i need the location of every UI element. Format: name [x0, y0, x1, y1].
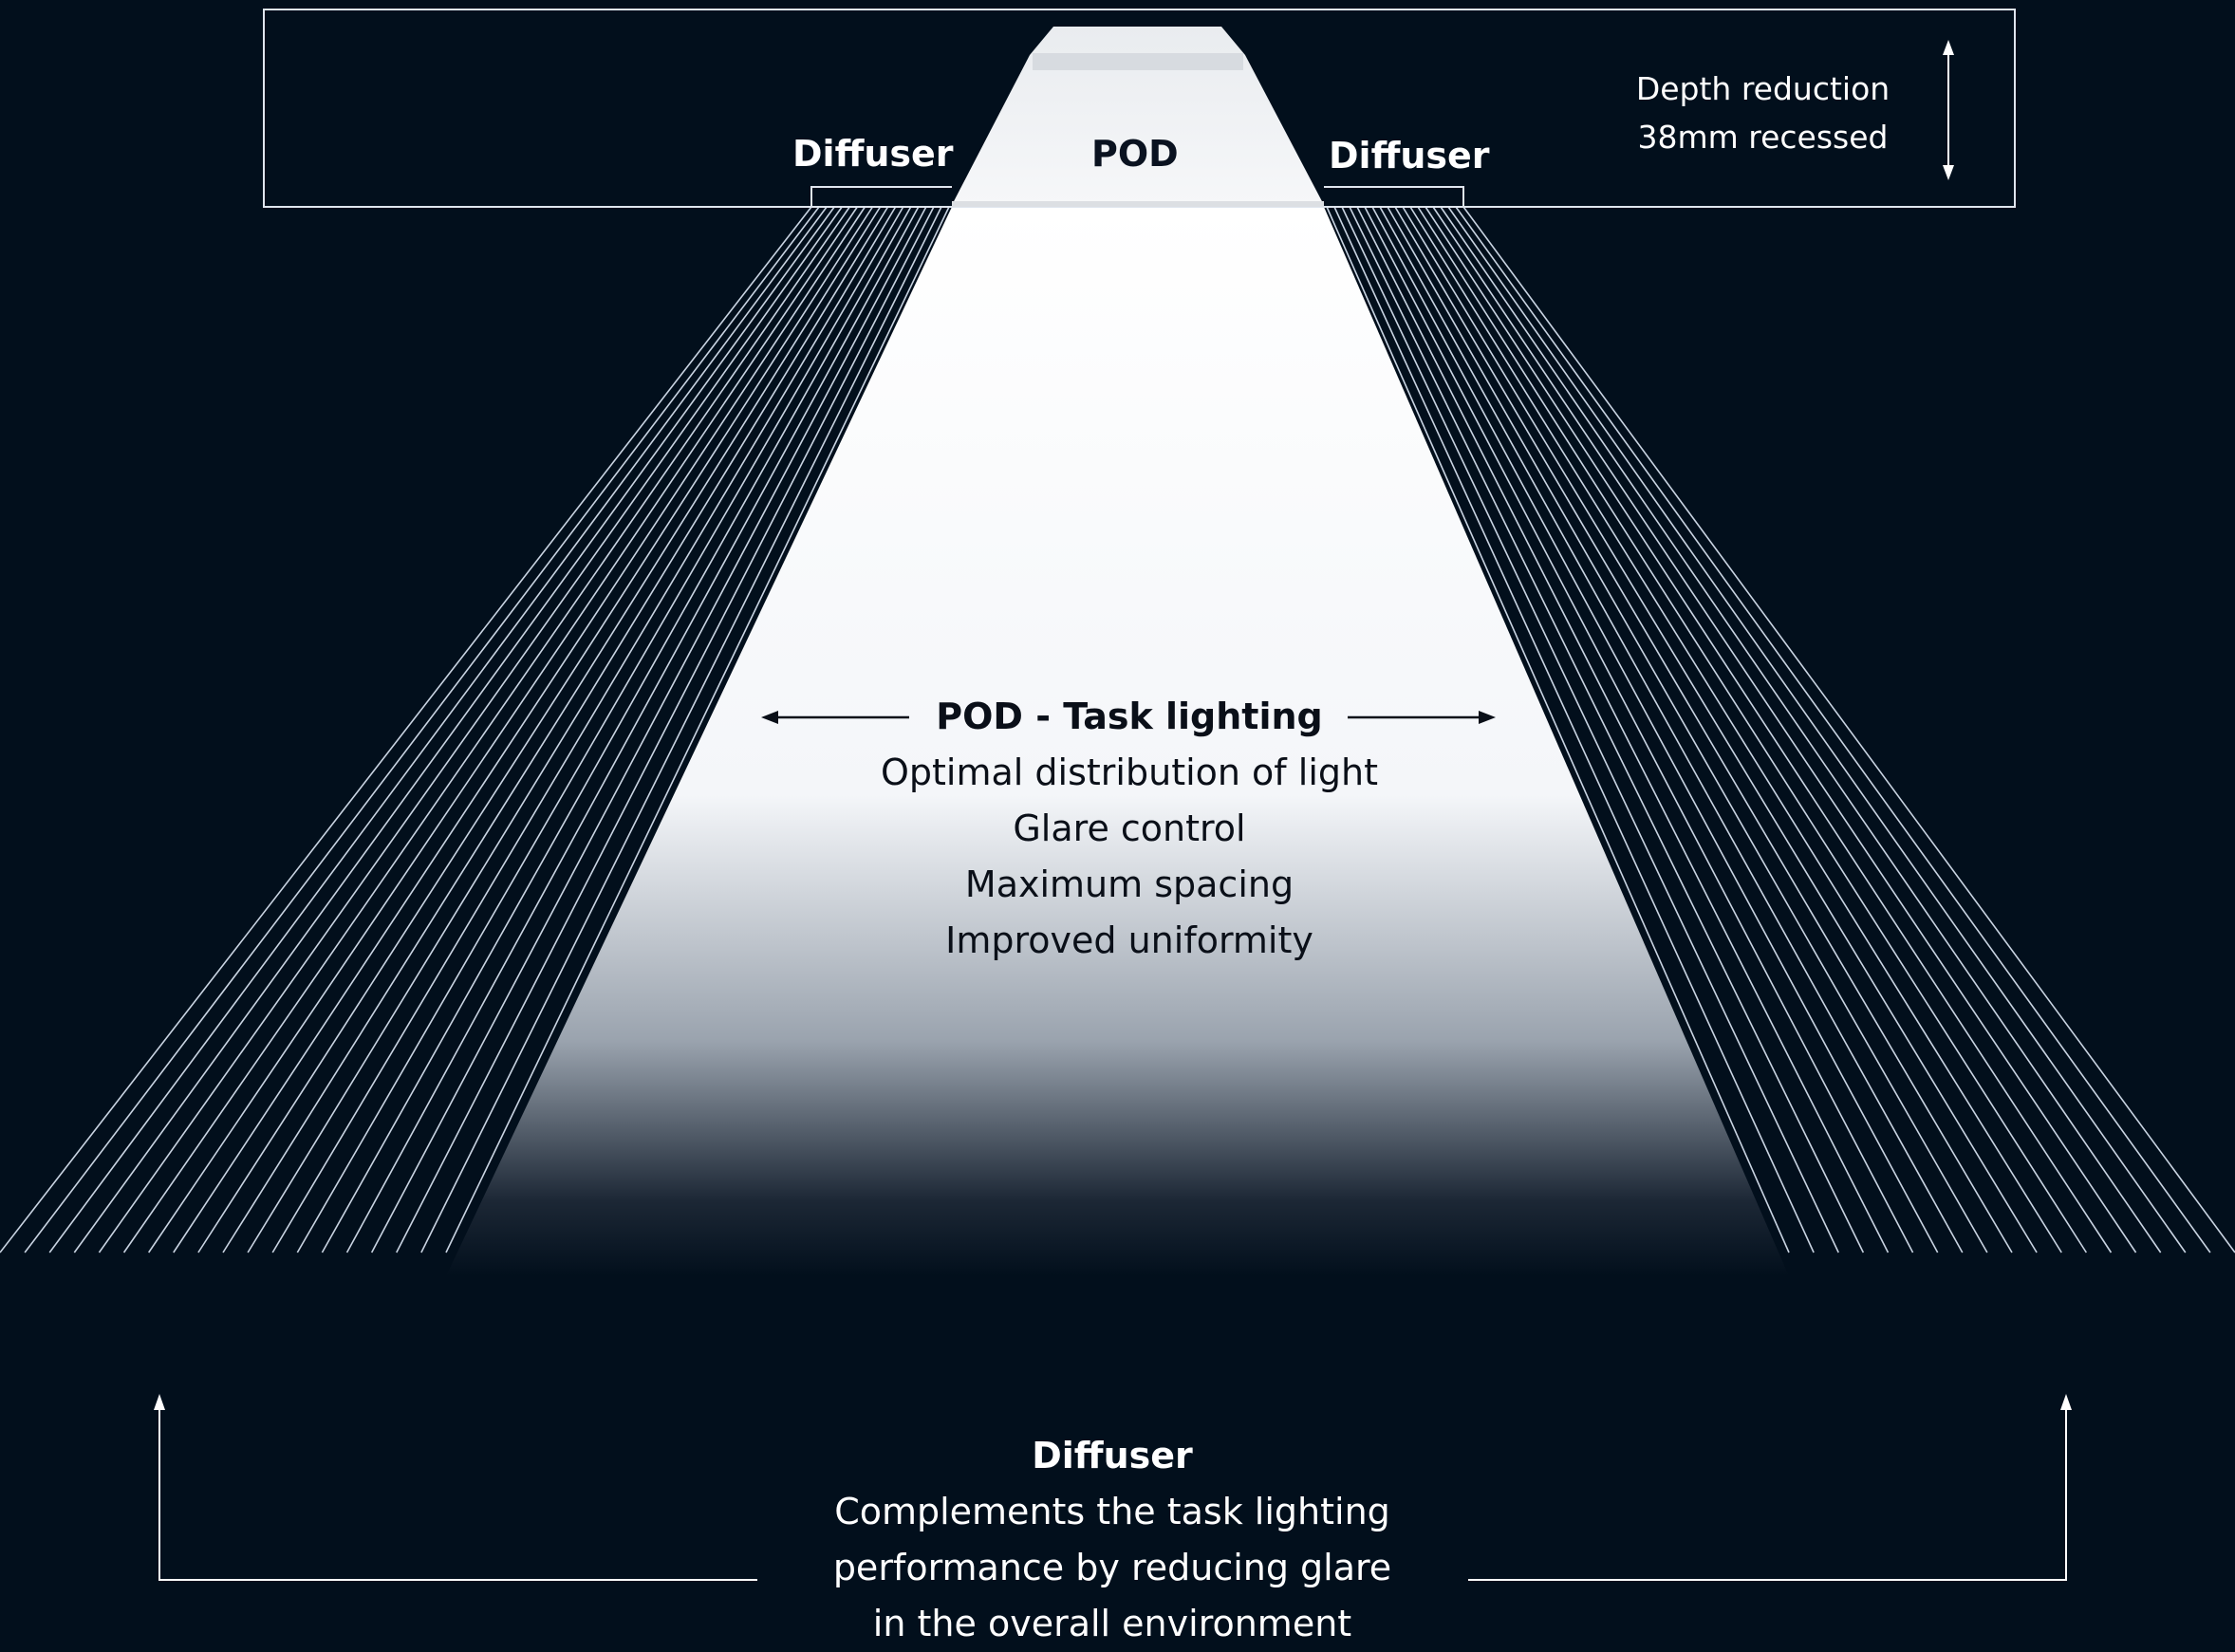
task-feature: Optimal distribution of light — [881, 752, 1378, 793]
task-lighting-title: POD - Task lighting — [936, 696, 1323, 737]
diffuser-stripe — [1462, 206, 2235, 1253]
diffuser-stripe — [98, 206, 843, 1253]
diffuser-stripe — [345, 206, 920, 1253]
diffuser-stripe — [420, 206, 942, 1253]
diffuser-stripe — [73, 206, 835, 1253]
diffuser-stripe — [173, 206, 866, 1253]
diffuser-stripes-left — [0, 206, 950, 1253]
diffuser-stripe — [1371, 206, 1939, 1253]
diffuser-stripe — [1394, 206, 2013, 1253]
label-diffuser-right: Diffuser — [1329, 135, 1490, 176]
diffuser-bracket-right — [1324, 186, 1464, 207]
task-lighting-block: POD - Task lighting Optimal distribution… — [816, 689, 1443, 969]
diffuser-stripe — [1432, 206, 2137, 1253]
diffuser-stripe — [271, 206, 897, 1253]
diffuser-stripe — [24, 206, 820, 1253]
diffuser-stripe — [0, 206, 812, 1253]
label-pod: POD — [1091, 133, 1179, 175]
diffuser-stripe — [1409, 206, 2062, 1253]
diffuser-stripe — [197, 206, 874, 1253]
diffuser-stripe — [1341, 206, 1839, 1253]
diffuser-stripe — [1333, 206, 1815, 1253]
diffuser-stripe — [1447, 206, 2187, 1253]
diffuser-callout-left — [154, 1394, 757, 1581]
diffuser-info-block: Diffuser Complements the task lighting p… — [771, 1428, 1454, 1652]
diffuser-stripe — [1455, 206, 2211, 1253]
pod-light-beam — [446, 207, 1789, 1276]
diffuser-info-line: Complements the task lighting — [834, 1491, 1390, 1532]
diffuser-bracket-left — [810, 186, 952, 207]
diffuser-stripe — [321, 206, 912, 1253]
diffuser-stripe — [370, 206, 927, 1253]
depth-line-2: 38mm recessed — [1637, 119, 1889, 156]
diffuser-stripe — [1326, 206, 1790, 1253]
diffuser-stripe — [445, 206, 950, 1253]
task-arrow-right — [1348, 711, 1496, 724]
pod-luminaire-rim — [1033, 53, 1243, 70]
depth-arrow — [1943, 40, 1954, 180]
task-feature: Improved uniformity — [945, 919, 1313, 961]
label-diffuser-left: Diffuser — [792, 133, 954, 175]
task-feature: Glare control — [1013, 807, 1246, 849]
diffuser-stripe — [48, 206, 828, 1253]
diffuser-info-line: in the overall environment — [872, 1603, 1352, 1644]
diffuser-stripe — [122, 206, 850, 1253]
diffuser-stripe — [222, 206, 882, 1253]
diffuser-stripe — [1425, 206, 2113, 1253]
depth-line-1: Depth reduction — [1635, 70, 1890, 107]
diffuser-info-line: performance by reducing glare — [832, 1547, 1392, 1588]
diffuser-stripe — [1379, 206, 1964, 1253]
diffuser-stripe — [1440, 206, 2162, 1253]
diffuser-stripe — [1364, 206, 1914, 1253]
task-arrow-left — [761, 711, 909, 724]
depth-reduction-text: Depth reduction 38mm recessed — [1613, 65, 1912, 161]
diffuser-stripe — [296, 206, 904, 1253]
diffuser-stripe — [148, 206, 858, 1253]
task-feature: Maximum spacing — [964, 863, 1294, 905]
pod-luminaire-base — [952, 201, 1324, 207]
diffuser-stripe — [1387, 206, 1988, 1253]
diffuser-info-title: Diffuser — [1032, 1435, 1193, 1476]
diffuser-stripes-right — [1326, 206, 2235, 1253]
diffuser-stripe — [1417, 206, 2088, 1253]
diffuser-stripe — [396, 206, 935, 1253]
diffuser-stripe — [247, 206, 889, 1253]
pod-luminaire — [952, 27, 1324, 205]
diffuser-callout-right — [1468, 1394, 2072, 1581]
diffuser-stripe — [1356, 206, 1890, 1253]
diffuser-stripe — [1402, 206, 2038, 1253]
diffuser-stripe — [1349, 206, 1865, 1253]
